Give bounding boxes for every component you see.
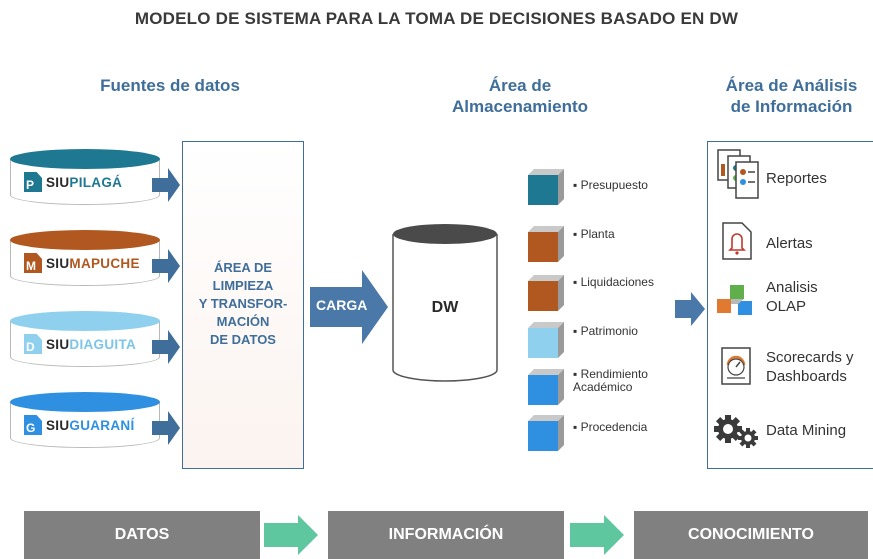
analysis-heading: Área de Análisis de Información xyxy=(710,75,873,117)
arrow-right-icon xyxy=(152,411,180,445)
analysis-heading-line2: de Información xyxy=(730,97,853,116)
storage-heading-line2: Almacenamiento xyxy=(451,97,589,116)
analysis-item-olap: Analisis OLAP xyxy=(766,278,818,316)
storage-item-planta: ▪ Planta xyxy=(573,227,615,241)
logo-name: GUARANÍ xyxy=(69,417,135,433)
storage-heading-line1: Área de xyxy=(488,76,552,95)
siuguarani-logo: G SIUGUARANÍ xyxy=(24,414,135,436)
source-arrows xyxy=(152,168,180,445)
analysis-line: OLAP xyxy=(766,298,807,315)
cube-icon xyxy=(528,415,564,451)
storage-item-procedencia: ▪ Procedencia xyxy=(573,420,648,434)
cylinder-top xyxy=(10,149,160,169)
storage-item-patrimonio: ▪ Patrimonio xyxy=(573,324,638,338)
logo-prefix: SIU xyxy=(46,336,70,352)
analysis-item-reportes: Reportes xyxy=(766,170,827,187)
analysis-area-box xyxy=(707,141,873,469)
source-siuguarani: G SIUGUARANÍ xyxy=(10,392,160,448)
logo-prefix: SIU xyxy=(46,174,70,190)
stage-informacion: INFORMACIÓN xyxy=(328,511,564,559)
storage-item-presupuesto: ▪ Presupuesto xyxy=(573,178,648,192)
dw-cylinder xyxy=(392,224,498,382)
analysis-line: Analisis xyxy=(766,279,818,296)
stage-arrow-1 xyxy=(264,515,318,555)
cube-icon xyxy=(528,275,564,311)
storage-item-rendimiento: ▪ Rendimiento Académico xyxy=(573,368,648,394)
siumapuche-logo: M SIUMAPUCHE xyxy=(24,252,140,274)
cube-icon xyxy=(528,226,564,262)
analysis-arrow xyxy=(675,292,705,326)
logo-prefix: SIU xyxy=(46,417,70,433)
cube-icon xyxy=(528,369,564,405)
logo-letter-icon: M xyxy=(24,253,42,273)
cylinder-top xyxy=(10,311,160,331)
reports-icon xyxy=(717,149,759,199)
analysis-item-data-mining: Data Mining xyxy=(766,422,847,439)
analysis-line: Scorecards y xyxy=(766,349,854,366)
olap-cube-icon xyxy=(717,285,752,315)
dw-label: DW xyxy=(431,299,459,316)
logo-letter-icon: D xyxy=(24,334,42,354)
arrow-right-icon xyxy=(675,292,705,326)
big-arrow-right-icon xyxy=(310,270,388,344)
analysis-item-alertas: Alertas xyxy=(766,235,813,252)
arrow-right-icon xyxy=(570,515,624,555)
arrow-right-icon xyxy=(152,330,180,364)
analysis-heading-line1: Área de Análisis xyxy=(725,76,858,95)
storage-item-line: ▪ Rendimiento xyxy=(573,367,648,381)
stage-arrow-2 xyxy=(570,515,624,555)
cylinder-top xyxy=(10,230,160,250)
cleaning-line: Y TRANSFOR- xyxy=(198,296,288,311)
carga-arrow xyxy=(310,270,388,344)
cylinder-top xyxy=(10,392,160,412)
logo-letter-icon: P xyxy=(24,172,42,192)
gears-icon xyxy=(714,415,758,448)
storage-cubes xyxy=(528,169,564,451)
arrow-right-icon xyxy=(264,515,318,555)
cleaning-area-label: ÁREA DE LIMPIEZA Y TRANSFOR- MACIÓN DE D… xyxy=(182,259,304,349)
arrow-right-icon xyxy=(152,168,180,202)
logo-name: PILAGÁ xyxy=(69,174,123,190)
source-siumapuche: M SIUMAPUCHE xyxy=(10,230,160,286)
cube-icon xyxy=(528,322,564,358)
cleaning-line: MACIÓN xyxy=(216,314,270,329)
siudiaguita-logo: D SIUDIAGUITA xyxy=(24,333,136,355)
storage-heading: Área de Almacenamiento xyxy=(430,75,610,117)
source-siupilaga: P SIUPILAGÁ xyxy=(10,149,160,205)
siupilaga-logo: P SIUPILAGÁ xyxy=(24,171,122,193)
analysis-item-scorecards: Scorecards y Dashboards xyxy=(766,348,854,386)
diagram-title: MODELO DE SISTEMA PARA LA TOMA DE DECISI… xyxy=(134,9,739,28)
logo-letter-icon: G xyxy=(24,415,42,435)
alert-icon xyxy=(722,222,752,260)
storage-item-liquidaciones: ▪ Liquidaciones xyxy=(573,275,654,289)
source-siudiaguita: D SIUDIAGUITA xyxy=(10,311,160,367)
carga-label: CARGA xyxy=(316,297,368,313)
sources-heading: Fuentes de datos xyxy=(100,76,240,95)
analysis-line: Dashboards xyxy=(766,368,847,385)
cleaning-area-box xyxy=(182,141,304,469)
arrow-right-icon xyxy=(152,249,180,283)
stage-conocimiento: CONOCIMIENTO xyxy=(634,511,868,559)
stage-datos: DATOS xyxy=(24,511,260,559)
cube-icon xyxy=(528,169,564,205)
logo-prefix: SIU xyxy=(46,255,70,271)
scorecard-icon xyxy=(721,347,751,385)
cleaning-line: DE DATOS xyxy=(210,332,276,347)
logo-name: MAPUCHE xyxy=(69,255,140,271)
logo-name: DIAGUITA xyxy=(69,336,137,352)
storage-item-line: Académico xyxy=(573,380,633,394)
cleaning-line: LIMPIEZA xyxy=(212,278,274,293)
cleaning-line: ÁREA DE xyxy=(213,260,273,275)
